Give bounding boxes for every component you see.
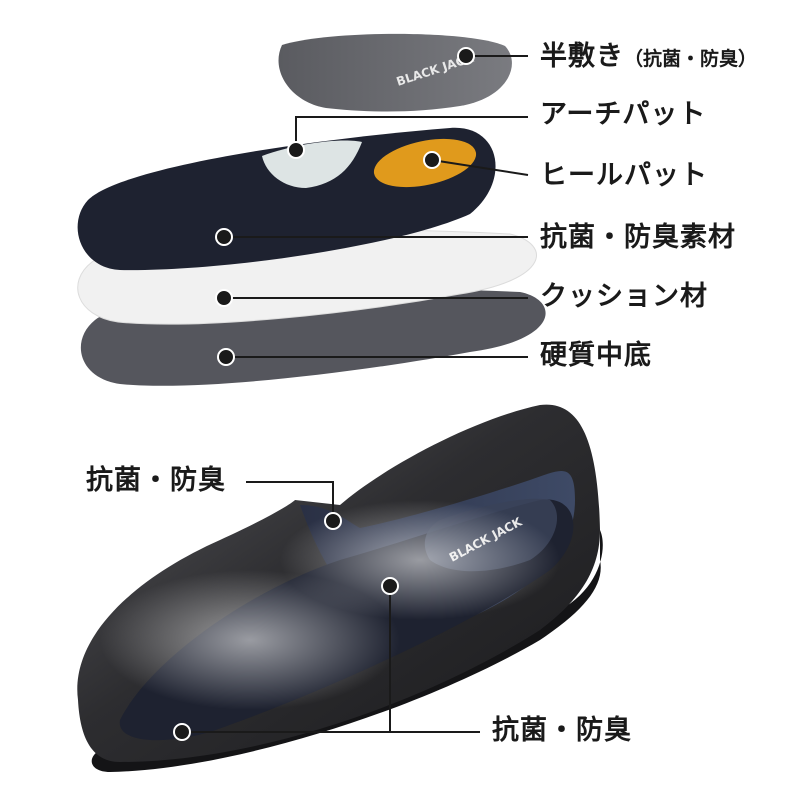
shoe-glow-2 (280, 500, 560, 620)
callout-lines-shoe (182, 481, 480, 733)
label-half-insole-note: （抗菌・防臭） (624, 48, 758, 70)
label-shoe-lining: 抗菌・防臭 (86, 465, 226, 496)
callout-dots-shoe (173, 512, 399, 741)
label-heel-pad: ヒールパット (540, 160, 708, 191)
label-shoe-insole: 抗菌・防臭 (492, 715, 632, 746)
shoe-glow-1 (100, 570, 400, 710)
callout-dots-top (215, 47, 475, 366)
callout-lines-top (224, 55, 529, 358)
arch-pad (262, 140, 362, 188)
label-arch-pad: アーチパット (540, 99, 707, 130)
label-cushion: クッション材 (540, 281, 708, 312)
half-insole-layer (278, 33, 512, 112)
label-half-insole-main: 半敷き (540, 41, 624, 72)
label-half-insole: 半敷き（抗菌・防臭） (540, 43, 757, 70)
label-hard-midsole: 硬質中底 (540, 340, 652, 371)
label-antibac-material: 抗菌・防臭素材 (540, 222, 736, 253)
